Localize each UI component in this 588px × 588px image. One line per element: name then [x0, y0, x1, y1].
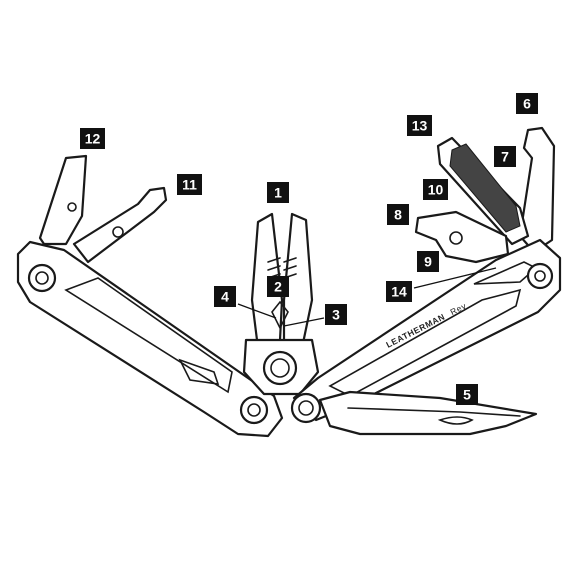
callout-4-box [214, 286, 236, 307]
callout-12: 12 [80, 128, 105, 149]
pliers-pivot-inner [270, 358, 290, 378]
bit-holder-rivet [67, 202, 77, 212]
file-texture [449, 143, 521, 233]
callout-5-box [456, 384, 478, 405]
callout-3-box [325, 304, 347, 325]
callout-9-text: 9 [424, 254, 432, 270]
callout-11-box [177, 174, 202, 195]
right-handle-pivot-inner [534, 270, 546, 282]
callout-14-text: 14 [391, 284, 407, 300]
left-handle-end-pivot [239, 395, 269, 425]
callout-10: 10 [423, 179, 448, 200]
pliers-wire-cutter [271, 300, 289, 330]
callout-8-box [387, 204, 409, 225]
left-handle-pivot [27, 263, 57, 293]
knife-blade [318, 390, 538, 436]
callout-8-text: 8 [394, 207, 402, 223]
callout-13-box [407, 115, 432, 136]
callout-1-box [267, 182, 289, 203]
callout-11-text: 11 [182, 177, 197, 193]
callout-2: 2 [267, 276, 289, 297]
callout-5-text: 5 [463, 387, 471, 403]
callout-1-text: 1 [274, 185, 282, 201]
left-handle-slot [64, 277, 233, 394]
leader-lines [237, 267, 497, 327]
wire-stripper-hole [449, 231, 463, 245]
callout-10-text: 10 [428, 182, 444, 198]
right-handle-end-pivot-inner [298, 400, 314, 416]
callout-1: 1 [267, 182, 289, 203]
callout-12-box [80, 128, 105, 149]
callout-9: 9 [417, 251, 439, 272]
callout-6-text: 6 [523, 96, 531, 112]
callout-6-box [516, 93, 538, 114]
left-handle-group [16, 154, 284, 438]
callout-14: 14 [386, 281, 412, 302]
right-handle-pivot [526, 262, 554, 290]
left-handle [16, 240, 284, 438]
callout-12-text: 12 [85, 131, 101, 147]
callout-7: 7 [494, 146, 516, 167]
callout-2-box [267, 276, 289, 297]
pliers-pivot [262, 350, 298, 386]
callout-4-text: 4 [221, 289, 229, 305]
left-handle-end-pivot-inner [247, 403, 261, 417]
callout-2-text: 2 [274, 279, 282, 295]
callout-9-box [417, 251, 439, 272]
callout-6: 6 [516, 93, 538, 114]
callout-8: 8 [387, 204, 409, 225]
screwdriver-tool [72, 186, 168, 264]
leader-14 [413, 267, 497, 289]
left-handle-slot-inner [178, 358, 220, 385]
pliers-group [242, 212, 320, 396]
callout-7-box [494, 146, 516, 167]
knife-blade-edge [347, 407, 521, 417]
callout-3: 3 [325, 304, 347, 325]
leader-4 [237, 303, 277, 319]
callout-3-text: 3 [332, 307, 340, 323]
callout-13-text: 13 [412, 118, 428, 134]
right-handle-end-pivot [290, 392, 322, 424]
callout-14-box [386, 281, 412, 302]
callout-7-text: 7 [501, 149, 509, 165]
leader-3 [283, 317, 325, 327]
callout-11: 11 [177, 174, 202, 195]
screwdriver-rivet [112, 226, 124, 238]
bit-holder-tool [38, 154, 88, 246]
knife-thumb-hole [437, 416, 474, 425]
left-handle-pivot-inner [35, 271, 49, 285]
callout-5: 5 [456, 384, 478, 405]
callout-13: 13 [407, 115, 432, 136]
callout-10-box [423, 179, 448, 200]
callout-4: 4 [214, 286, 236, 307]
right-handle-group: LEATHERMAN Rev [290, 126, 562, 436]
